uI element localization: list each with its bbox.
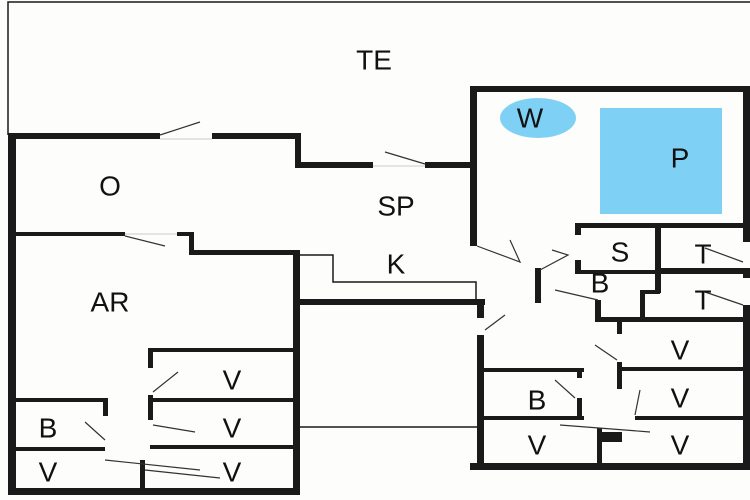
label-o: O <box>99 171 121 202</box>
label-b2: B <box>528 385 547 416</box>
doors <box>84 121 744 479</box>
label-b3: B <box>39 413 58 444</box>
walls <box>7 1 750 495</box>
label-s: S <box>611 237 630 268</box>
label-v5: V <box>223 365 242 396</box>
label-v1: V <box>671 335 690 366</box>
label-t1: T <box>694 239 711 270</box>
label-ar: AR <box>91 287 130 318</box>
label-v4: V <box>528 430 547 461</box>
label-v2: V <box>671 383 690 414</box>
label-v3: V <box>671 430 690 461</box>
label-k: K <box>387 249 406 280</box>
whirlpool <box>500 98 576 138</box>
label-v6: V <box>223 413 242 444</box>
pool <box>600 108 722 214</box>
label-v7: V <box>223 457 242 488</box>
label-te: TE <box>356 45 392 76</box>
label-v8: V <box>39 457 58 488</box>
room-labels: TE W P O SP K AR S T T B B B V V V V V V… <box>39 45 712 488</box>
label-w: W <box>517 103 544 134</box>
label-p: P <box>671 143 690 174</box>
label-b1: B <box>591 268 610 299</box>
label-t2: T <box>694 285 711 316</box>
label-sp: SP <box>377 191 414 222</box>
